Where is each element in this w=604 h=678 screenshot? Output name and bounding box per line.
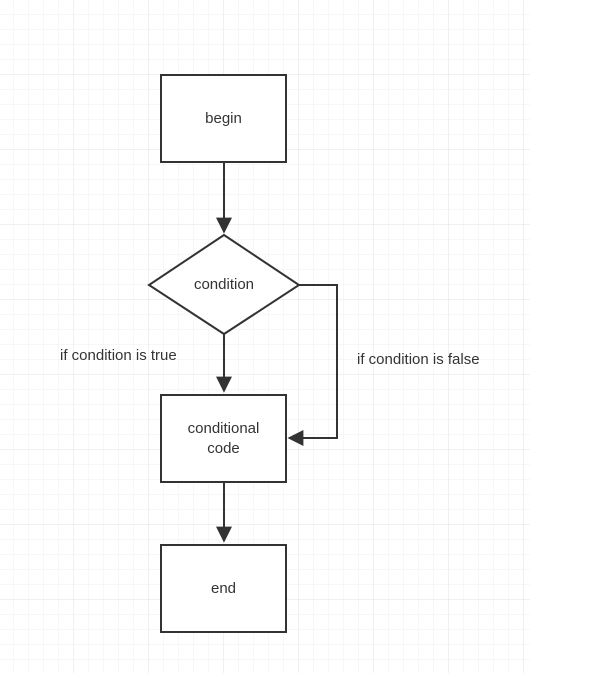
conditional-code-node-label: conditional code: [161, 419, 286, 459]
begin-node[interactable]: [160, 74, 287, 163]
end-node[interactable]: [160, 544, 287, 633]
begin-node-label: begin: [205, 110, 242, 127]
true-branch-label: if condition is true: [60, 347, 177, 364]
conditional-code-label-line2: code: [207, 440, 240, 457]
end-node-label: end: [210, 580, 237, 597]
arrow-condition-to-code-false: [287, 284, 338, 446]
condition-node-label: condition: [193, 276, 255, 293]
false-branch-label: if condition is false: [357, 351, 480, 368]
conditional-code-label-line1: conditional: [187, 420, 260, 437]
